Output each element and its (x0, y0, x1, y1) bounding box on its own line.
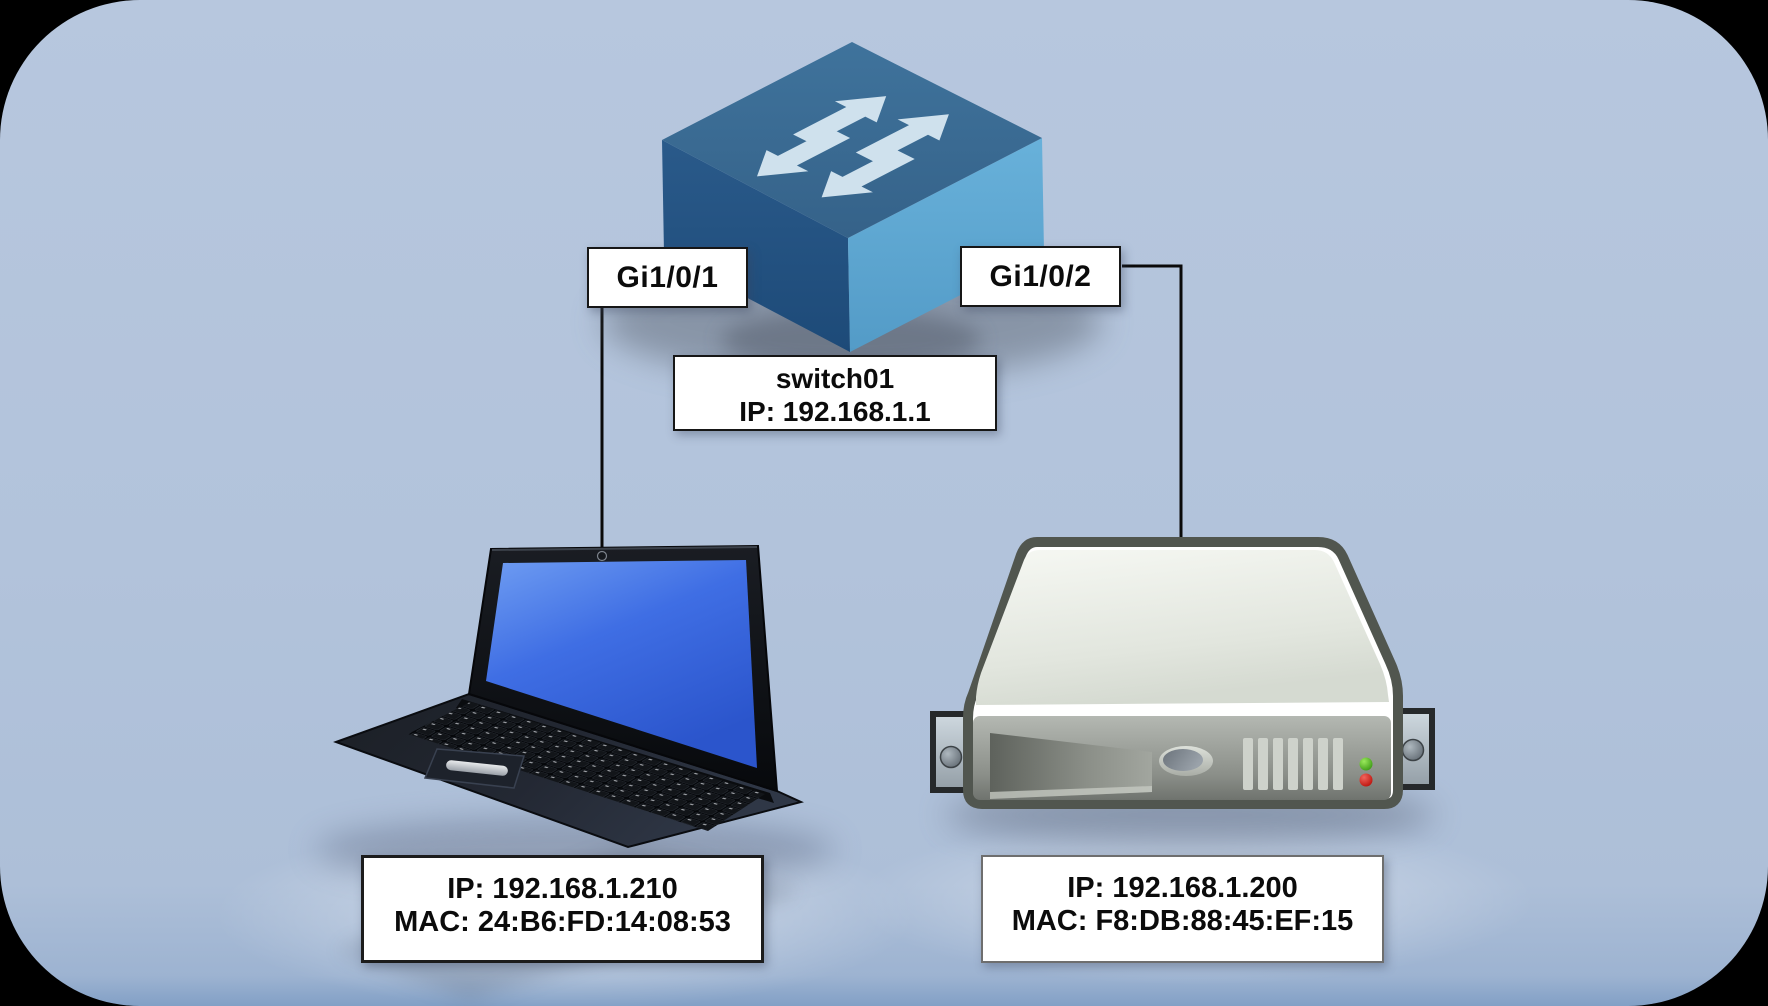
port-label-gi102: Gi1/0/2 (960, 246, 1121, 307)
switch-ip: IP: 192.168.1.1 (739, 396, 931, 427)
laptop-touchpad-bar (446, 760, 508, 776)
laptop-webcam (596, 550, 608, 562)
server-info-label: IP: 192.168.1.200 MAC: F8:DB:88:45:EF:15 (981, 855, 1384, 963)
port-label-gi101: Gi1/0/1 (587, 247, 748, 308)
laptop-ip: IP: 192.168.1.210 (447, 873, 678, 905)
server-bracket-right-hole (1401, 738, 1425, 762)
server-power-button (1163, 749, 1203, 771)
server-led-green (1359, 757, 1373, 771)
server-led-red (1359, 773, 1373, 787)
server-icon (930, 537, 1435, 845)
laptop-screen (486, 560, 757, 768)
port-gi101-text: Gi1/0/1 (616, 260, 719, 294)
link-switch-server (1122, 264, 1183, 548)
laptop-keyboard (408, 702, 765, 831)
server-bracket-left-hole (939, 745, 963, 769)
switch-icon (602, 42, 1102, 380)
server-mac: MAC: F8:DB:88:45:EF:15 (1011, 905, 1354, 937)
server-vents (1243, 738, 1343, 790)
switch-arrows-icon (756, 96, 949, 198)
server-handle-recess-lip (990, 786, 1152, 799)
port-gi102-text: Gi1/0/2 (989, 259, 1092, 293)
server-ip: IP: 192.168.1.200 (1067, 872, 1298, 904)
switch-hostname: switch01 (775, 363, 895, 394)
laptop-mac: MAC: 24:B6:FD:14:08:53 (394, 906, 731, 938)
server-handle-recess (990, 733, 1152, 799)
switch-info-label: switch01 IP: 192.168.1.1 (673, 355, 997, 431)
switch-right-face (848, 138, 1044, 352)
laptop-lid-edge (491, 546, 758, 551)
server-top-face (976, 550, 1389, 705)
laptop-info-label: IP: 192.168.1.210 MAC: 24:B6:FD:14:08:53 (361, 855, 764, 963)
switch-top-face (662, 42, 1042, 238)
switch-left-face (662, 140, 850, 352)
